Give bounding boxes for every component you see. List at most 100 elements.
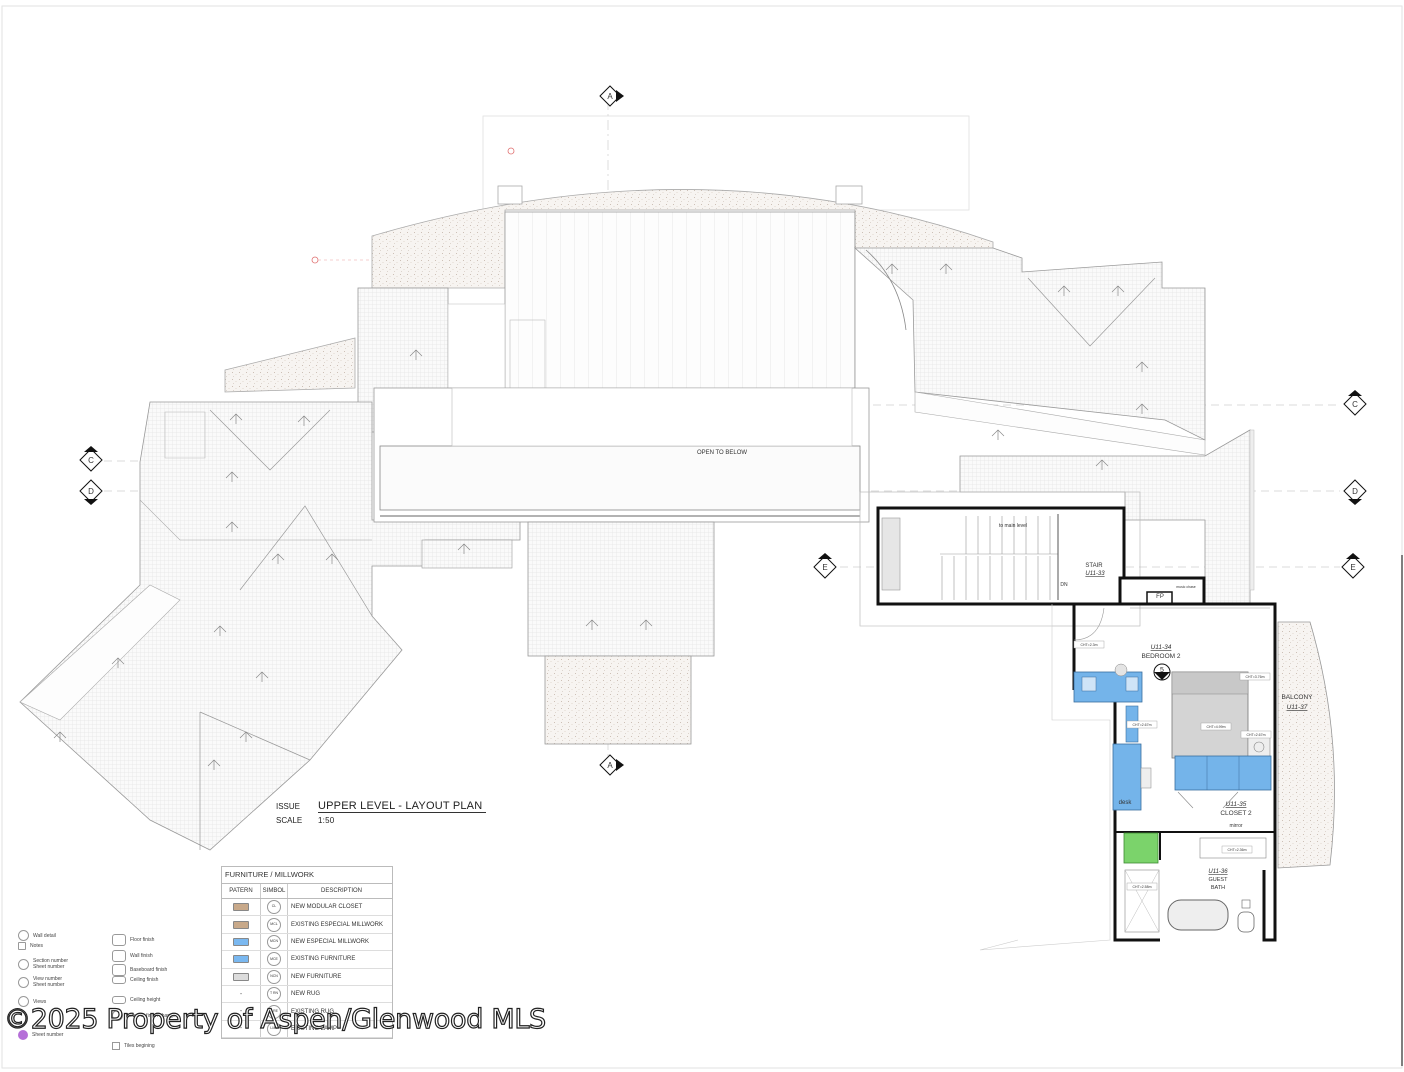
baseboard-finish-icon <box>112 964 126 976</box>
notes-icon <box>18 942 26 950</box>
legend-pattern-cell <box>222 933 261 951</box>
symbol-label: Sheet number <box>32 1032 64 1038</box>
tiles-icon <box>112 1042 120 1050</box>
symbol-code-icon: NCN <box>267 969 281 984</box>
bath-code: U11-36 <box>1208 869 1228 875</box>
open-to-below-label: OPEN TO BELOW <box>697 450 747 456</box>
legend-symbol-cell: T RE <box>261 1003 288 1020</box>
section-letter: E <box>822 563 827 572</box>
pattern-swatch <box>233 903 249 912</box>
ceiling-finish-icon <box>112 976 126 984</box>
legend-row: MCL EXISTING ESPECIAL MILLWORK <box>222 916 392 934</box>
symbol-sheet: Sheet number <box>18 1030 63 1040</box>
symbol-label: Wall detail <box>33 932 56 939</box>
closet-label: CLOSET 2 <box>1220 810 1252 817</box>
legend-symbol-cell: NCN <box>261 968 288 985</box>
legend-header: PATERN SIMBOL DESCRIPTION <box>222 884 392 899</box>
legend-row: NCN NEW FURNITURE <box>222 968 392 986</box>
symbol-label: Ceiling finish <box>130 977 159 983</box>
legend-title: FURNITURE / MILLWORK <box>222 867 392 884</box>
symbol-views: Views <box>18 996 46 1007</box>
section-letter: A <box>607 761 613 770</box>
pattern-none: - <box>239 1025 243 1033</box>
wall-finish-icon <box>112 950 126 962</box>
legend-description: NEW RUG <box>291 991 320 998</box>
balcony-code: U11-37 <box>1287 704 1308 711</box>
ceiling-tag: CHT=2.3m <box>1080 643 1097 647</box>
symbol-label: Level or finish change <box>127 1012 176 1019</box>
symbol-label: Sheet number <box>33 982 65 988</box>
plan-title: UPPER LEVEL - LAYOUT PLAN <box>318 800 487 813</box>
dn-label: DN <box>1060 582 1068 588</box>
legend-symbol-cell: CL <box>261 899 288 916</box>
legend-header-symbol: SIMBOL <box>261 884 288 898</box>
legend-description: NEW FURNITURE <box>291 973 342 980</box>
legend-header-description: DESCRIPTION <box>320 888 362 894</box>
symbol-notes: Notes <box>18 942 43 950</box>
section-letter: C <box>88 456 94 465</box>
section-icon <box>18 958 29 970</box>
symbol-level-change: Level or finish change <box>112 1010 176 1021</box>
legend-pattern-cell <box>222 916 261 933</box>
symbol-code-icon: T RE <box>267 1004 281 1019</box>
symbol-wall-finish: Wall finish <box>112 950 153 962</box>
floor-finish-icon <box>112 934 126 946</box>
symbol-floor-finish: Floor finish <box>112 934 154 946</box>
symbol-code-icon: MCL <box>267 917 281 932</box>
pattern-swatch <box>233 937 249 946</box>
legend-description: EXISTING RUG <box>291 1008 335 1015</box>
bath-label-1: GUEST <box>1209 877 1229 883</box>
section-letter: A <box>607 92 613 101</box>
stair-code: U11-33 <box>1085 571 1105 577</box>
section-marker-d-left: D <box>79 479 103 505</box>
section-marker-e-left: E <box>813 553 837 579</box>
legend-pattern-cell <box>222 951 261 968</box>
view-marker: 5 <box>1153 663 1171 681</box>
symbol-code-icon: CL <box>267 900 281 915</box>
section-letter: C <box>1352 400 1358 409</box>
legend-pattern-cell <box>222 899 261 916</box>
symbol-tiles: Tiles begining <box>112 1042 155 1050</box>
symbol-label: View number <box>33 976 63 982</box>
issue-label: ISSUE <box>276 802 301 811</box>
section-marker-d-right: D <box>1343 479 1367 505</box>
symbol-wall-detail: Wall detail <box>18 930 56 941</box>
ceiling-tag: CHT=2.67m <box>1247 733 1266 737</box>
legend-pattern-cell: - <box>222 1020 261 1038</box>
ceiling-tag: CHT=4.99m <box>1207 725 1226 729</box>
bath-label-2: BATH <box>1211 885 1225 891</box>
ceiling-tag: CHT=2.36m <box>1228 848 1247 852</box>
pattern-swatch <box>233 920 249 929</box>
legend-description: EXISTING FURNITURE <box>291 956 356 963</box>
legend-description: EXISTING ESPECIAL MILLWORK <box>291 921 384 928</box>
symbol-label: Sheet number <box>33 964 65 970</box>
legend-header-pattern: PATERN <box>222 884 261 898</box>
ceiling-height-icon <box>112 996 126 1004</box>
legend-pattern-cell: - <box>222 985 261 1003</box>
mirror-label: mirror <box>1229 823 1242 829</box>
bedroom-code: U11-34 <box>1151 644 1172 651</box>
title-block: ISSUE UPPER LEVEL - LAYOUT PLAN SCALE 1:… <box>276 800 536 832</box>
ceiling-tag: CHT=2.58m <box>1133 885 1152 889</box>
pattern-none: - <box>239 990 243 998</box>
view-icon <box>18 976 29 988</box>
bedroom-label: BEDROOM 2 <box>1141 653 1180 660</box>
music-chase-label: music chase <box>1176 585 1196 589</box>
wall-detail-icon <box>18 930 29 941</box>
stair-label: STAIR <box>1085 563 1103 569</box>
symbol-label: Section number <box>33 958 69 964</box>
symbol-code-icon: MCN <box>267 934 281 949</box>
closet-code: U11-35 <box>1226 801 1247 808</box>
section-marker-a-top: A <box>599 85 624 107</box>
to-main-level-label: to main level <box>999 523 1027 529</box>
symbol-label: Ceiling height <box>130 997 161 1003</box>
legend-symbol-cell: MCL <box>261 916 288 933</box>
ceiling-tag: CHT=3.76m <box>1246 675 1265 679</box>
